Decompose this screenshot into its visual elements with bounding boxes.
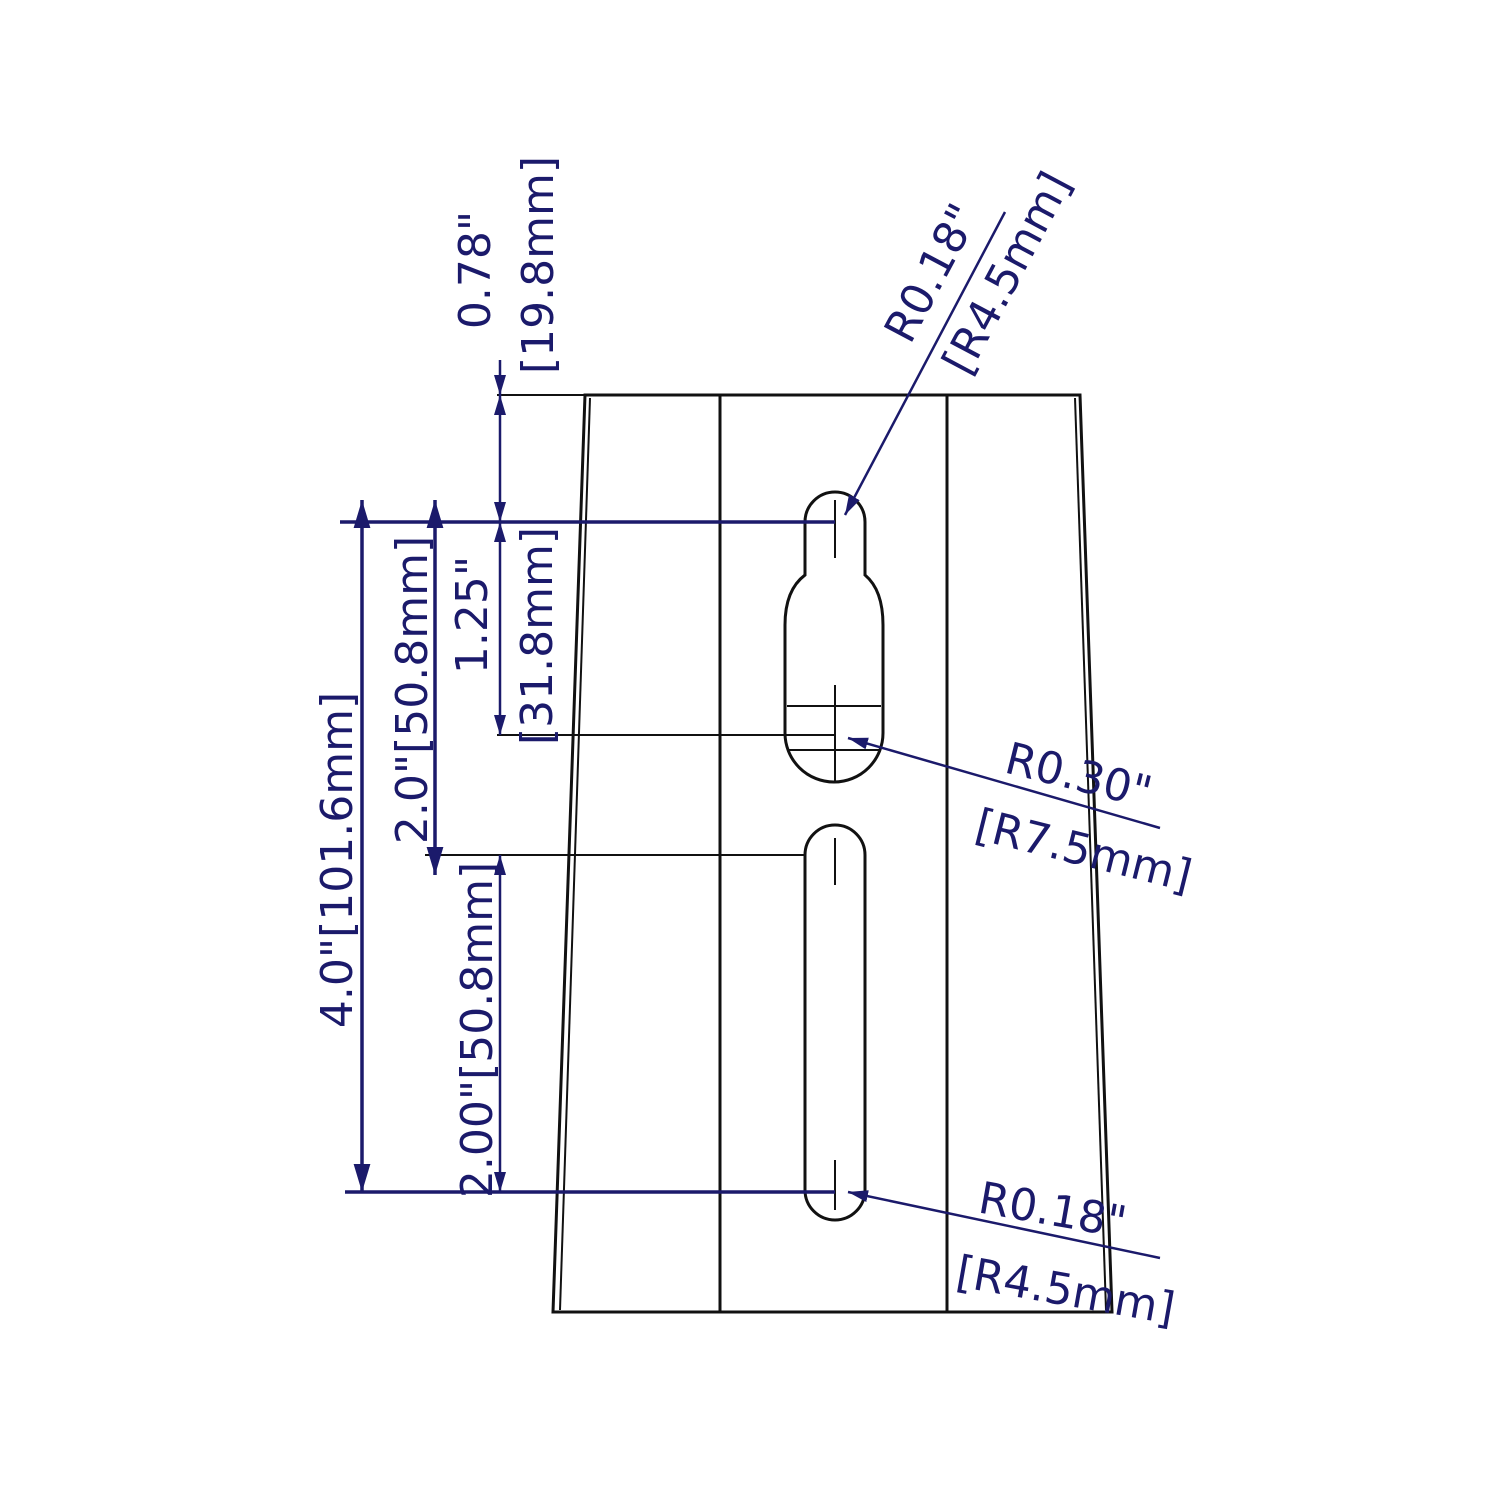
bracket-plate bbox=[551, 393, 1114, 1314]
keyhole-bottom-radius-mm: [R7.5mm] bbox=[970, 800, 1196, 903]
dimension-lines bbox=[353, 360, 506, 1192]
keyhole-slot bbox=[783, 490, 885, 784]
top-offset-mm: [19.8mm] bbox=[513, 156, 564, 374]
extension-lines bbox=[340, 394, 835, 1194]
slot-bottom-radius-mm: [R4.5mm] bbox=[952, 1246, 1178, 1335]
radius-leaders bbox=[843, 211, 1161, 1260]
total-spacing: 4.0"[101.6mm] bbox=[312, 692, 363, 1028]
hole-spacing: 2.0"[50.8mm] bbox=[387, 536, 438, 844]
slot-length: 2.00"[50.8mm] bbox=[452, 862, 503, 1198]
keyhole-span-mm: [31.8mm] bbox=[512, 527, 563, 745]
keyhole-span-in: 1.25" bbox=[447, 556, 498, 674]
lower-slot bbox=[803, 823, 867, 1222]
top-offset-in: 0.78" bbox=[450, 211, 501, 329]
keyhole-bottom-radius-in: R0.30" bbox=[1000, 733, 1157, 818]
